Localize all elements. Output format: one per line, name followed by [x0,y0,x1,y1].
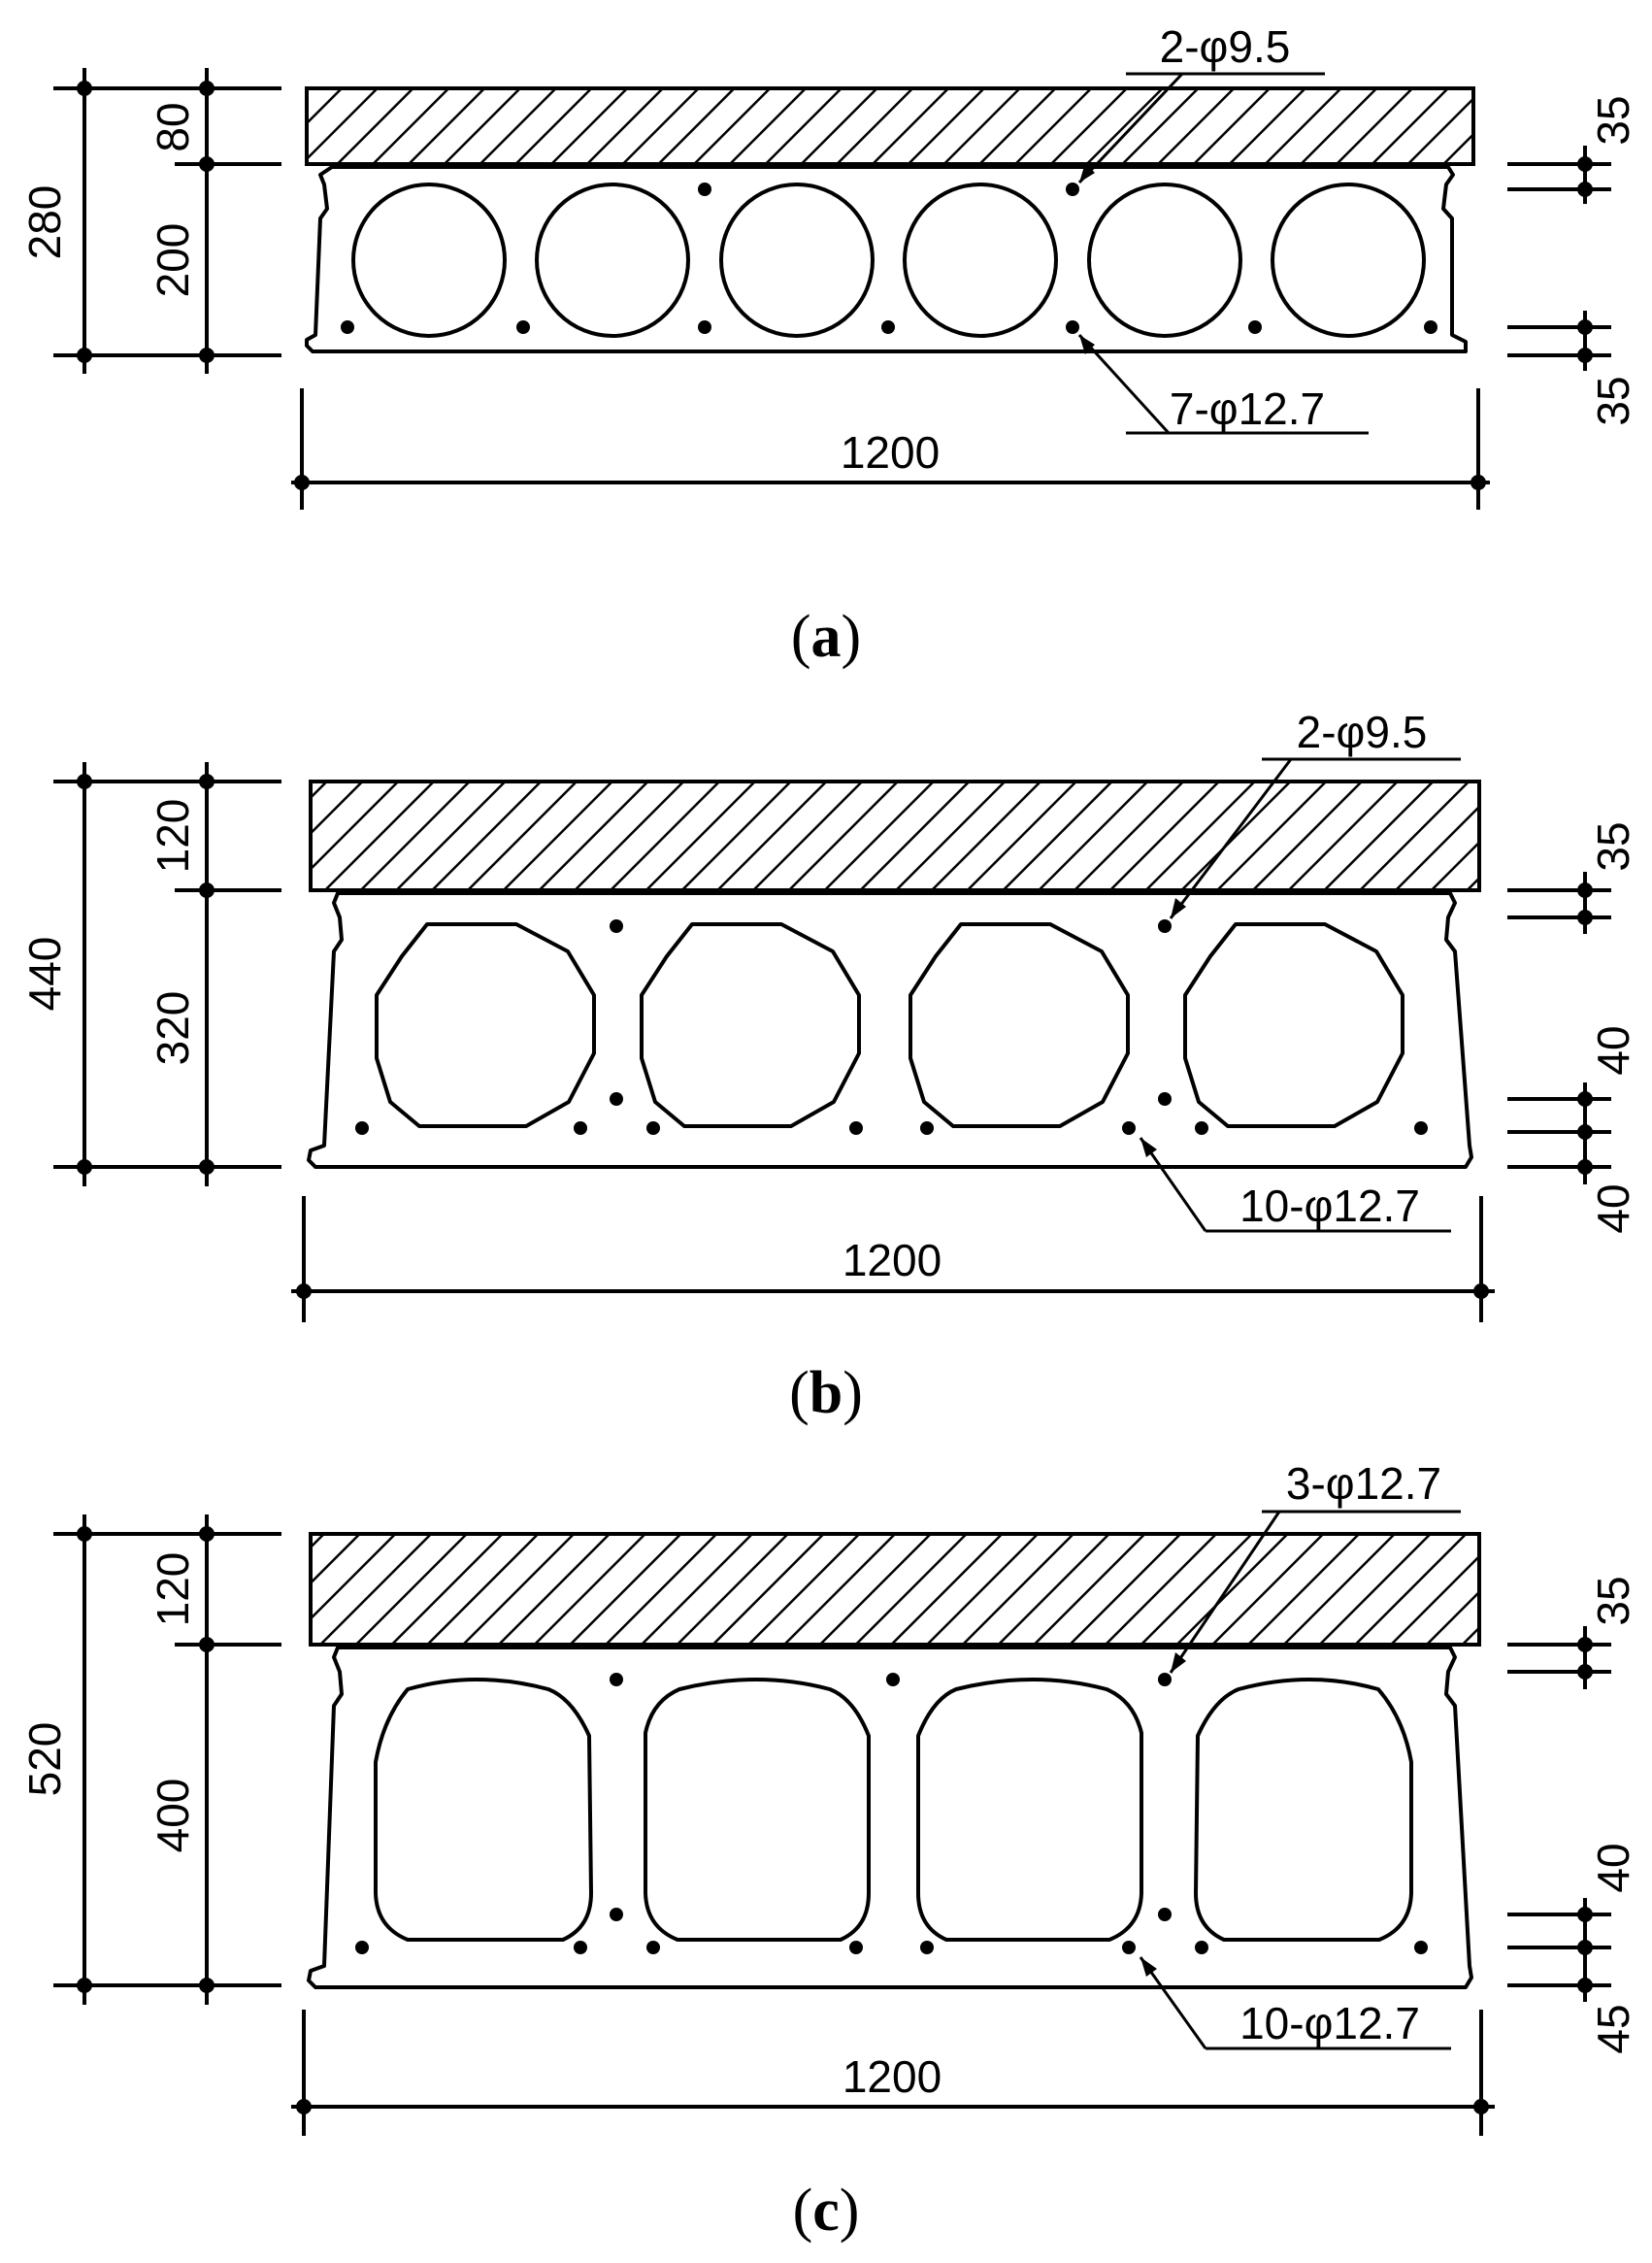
bottom-strand-b [355,1121,369,1135]
top-strand-c [886,1673,900,1686]
caption-a: (a) [791,604,861,670]
bottom-strand-a [341,320,354,334]
bottom-strand-c [610,1908,623,1921]
dim-width-b: 1200 [843,1235,942,1285]
rebar-bottom-label-a: 7-φ12.7 [1170,383,1325,434]
dim-topping-b: 120 [148,799,198,874]
dim-slab-depth-b: 320 [148,991,198,1066]
cores-c [374,1678,1413,1942]
bottom-strand-b [1122,1121,1136,1135]
core-b [640,922,861,1128]
leaders-a [1077,72,1369,435]
core-b [1183,922,1404,1128]
top-strand-a [1066,183,1079,196]
bottom-strand-b [610,1092,623,1106]
top-strand-b [610,919,623,933]
bottom-strand-a [698,320,711,334]
dim-total-depth-a: 280 [19,185,70,260]
core-a [903,183,1058,338]
caption-b: (b) [789,1360,863,1426]
core-a [1271,183,1426,338]
left-dim-nodes-a [77,81,215,363]
core-c [644,1678,871,1942]
top-strand-c [610,1673,623,1686]
bottom-strand-a [1424,320,1437,334]
cores-b [375,922,1404,1128]
width-dimension-b [291,1196,1495,1322]
bottom-strand-b [1195,1121,1208,1135]
dim-cover-top-b: 35 [1588,821,1638,871]
dim-topping-c: 120 [148,1552,198,1627]
core-b [375,922,596,1128]
bottom-strand-c [920,1941,934,1954]
bottom-strand-c [1195,1941,1208,1954]
caption-c: (c) [793,2178,860,2244]
bottom-strand-c [574,1941,587,1954]
core-a [351,183,507,338]
topping-slab-c [309,1532,1481,1647]
width-dimension-c [291,2010,1495,2136]
bottom-strand-b [646,1121,660,1135]
rebar-top-label-b: 2-φ9.5 [1297,707,1428,757]
panel-a: 280 80 200 1200 35 35 [19,21,1638,670]
cores-a [351,183,1426,338]
bottom-strand-a [881,320,895,334]
bottom-strand-b [1414,1121,1428,1135]
right-dimensions-c [1507,1626,1611,2002]
bottom-strand-b [920,1121,934,1135]
bottom-strand-b [849,1121,863,1135]
bottom-strand-c [1122,1941,1136,1954]
bottom-strand-a [516,320,530,334]
slab-outline-a [305,165,1468,353]
strands-b [355,919,1428,1135]
dim-cover-bottom-b: 40 [1588,1183,1638,1233]
core-a [1087,183,1242,338]
topping-slab-b [309,780,1481,892]
dim-row-spacing-c: 40 [1588,1843,1638,1892]
core-b [909,922,1130,1128]
top-strand-b [1158,919,1172,933]
bottom-strand-c [355,1941,369,1954]
rebar-top-label-a: 2-φ9.5 [1160,21,1291,72]
core-c [374,1678,593,1942]
dim-total-depth-c: 520 [19,1722,70,1797]
rebar-bottom-label-b: 10-φ12.7 [1239,1181,1420,1231]
dim-slab-depth-a: 200 [148,223,198,298]
strands-c [355,1673,1428,1954]
bottom-strand-a [1248,320,1262,334]
dim-row-spacing-b: 40 [1588,1025,1638,1075]
bottom-strand-a [1066,320,1079,334]
strands-a [341,183,1437,334]
dim-slab-depth-c: 400 [148,1779,198,1853]
dim-cover-bottom-a: 35 [1588,376,1638,425]
bottom-strand-c [849,1941,863,1954]
core-c [916,1678,1143,1942]
bottom-strand-b [1158,1092,1172,1106]
panel-c: 520 120 400 1200 35 40 45 [19,1458,1638,2244]
bottom-strand-c [1414,1941,1428,1954]
bottom-strand-c [1158,1908,1172,1921]
bottom-strand-c [646,1941,660,1954]
rebar-bottom-label-c: 10-φ12.7 [1239,1998,1420,2048]
top-strand-a [698,183,711,196]
top-strand-c [1158,1673,1172,1686]
dim-cover-top-c: 35 [1588,1576,1638,1625]
dim-cover-bottom-c: 45 [1588,2004,1638,2053]
slab-outline-b [307,891,1473,1169]
dim-width-c: 1200 [843,2051,942,2102]
panel-b: 440 120 320 1200 35 40 40 [19,707,1638,1426]
slab-outline-c [307,1646,1473,1989]
right-dimensions-a [1507,146,1611,371]
dim-total-depth-b: 440 [19,937,70,1012]
core-c [1194,1678,1413,1942]
rebar-top-label-c: 3-φ12.7 [1286,1458,1441,1509]
dim-topping-a: 80 [148,102,198,151]
bottom-strand-b [574,1121,587,1135]
core-a [535,183,690,338]
dim-width-a: 1200 [841,427,940,478]
topping-slab-a [305,86,1475,166]
dim-cover-top-a: 35 [1588,95,1638,145]
core-a [719,183,875,338]
